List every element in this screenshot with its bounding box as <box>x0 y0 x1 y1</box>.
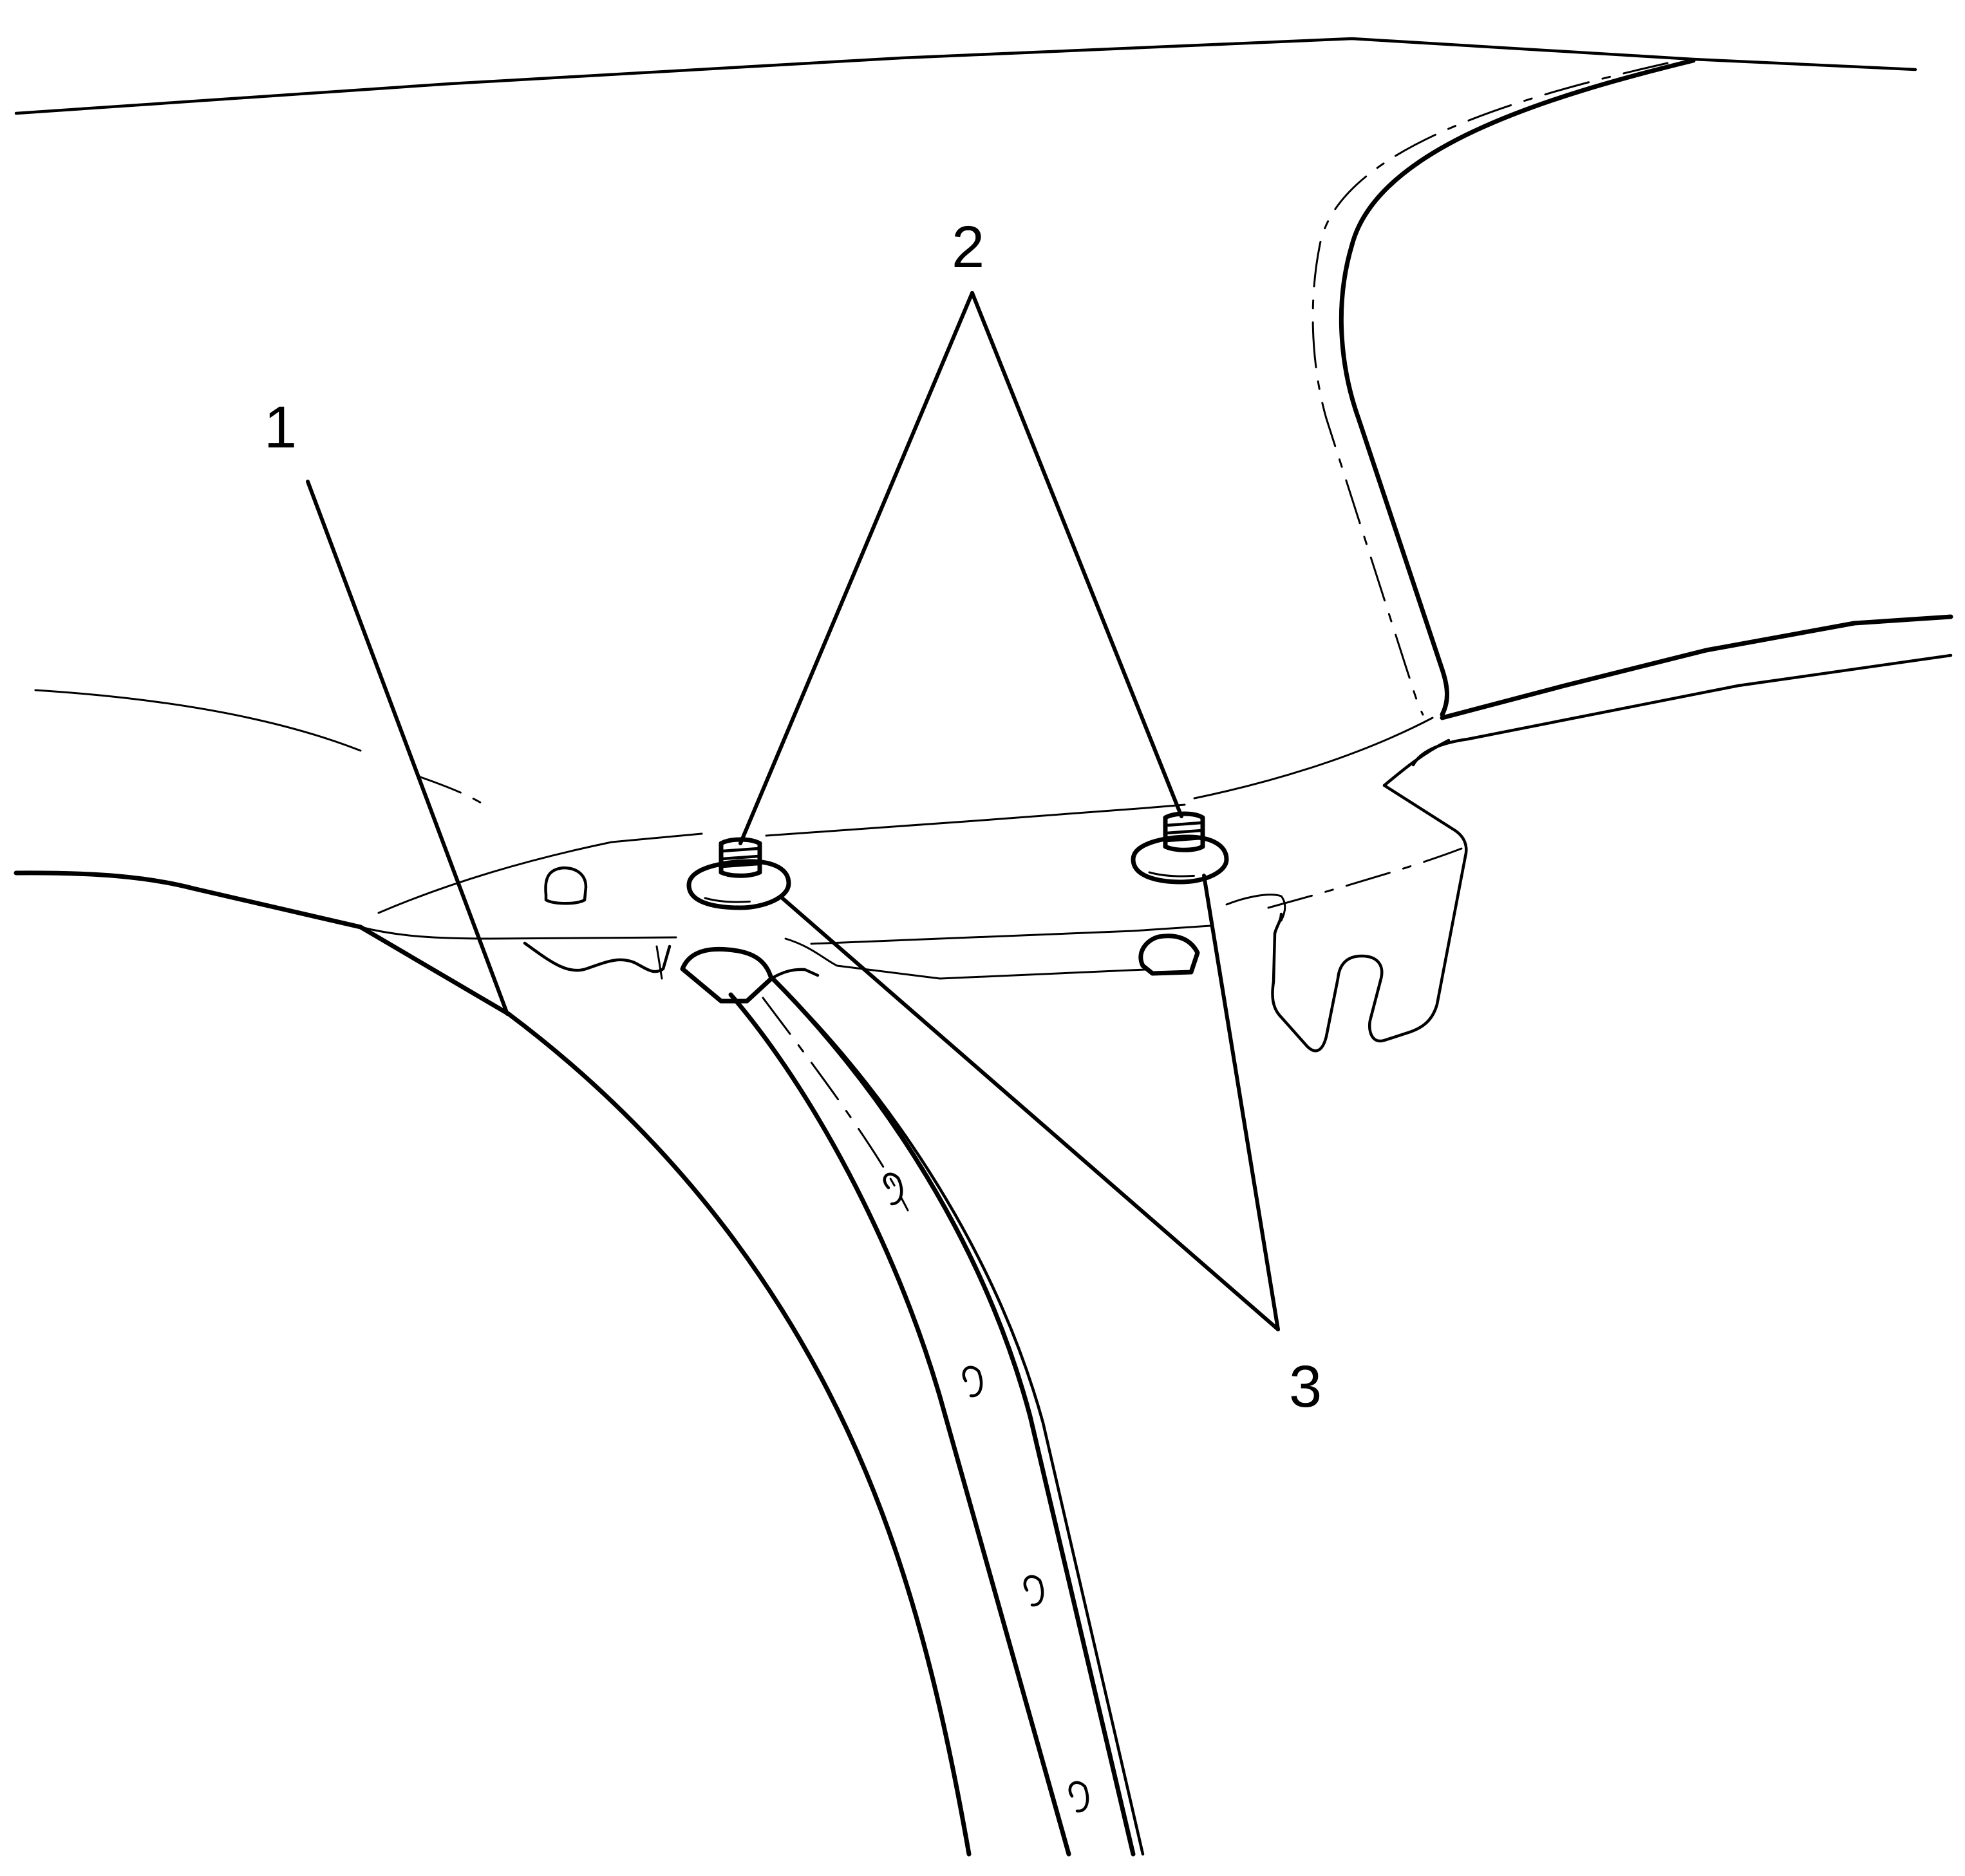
deck-lid-panel <box>358 717 1463 1017</box>
leader-lines <box>306 291 1280 1331</box>
leader-3-left <box>780 896 1280 1331</box>
leader-1 <box>306 480 509 1016</box>
callout-3: 3 <box>1289 1354 1322 1420</box>
leader-2-left <box>738 291 974 845</box>
callout-1: 1 <box>264 395 297 460</box>
stud-right <box>1131 811 1229 976</box>
panel-underside <box>523 941 672 980</box>
quarter-panel-curve <box>506 1011 972 1857</box>
nut-left <box>769 968 820 980</box>
body-shoulder-right <box>1411 614 1953 767</box>
locating-pin <box>544 866 588 905</box>
leader-3-right <box>1202 874 1280 1331</box>
callout-2: 2 <box>952 214 984 280</box>
stud-left <box>680 837 791 1004</box>
quarter-panel-upper <box>14 689 491 930</box>
hinge-strap <box>728 976 1145 1857</box>
leader-2-right <box>970 291 1183 818</box>
roof-panel-edge <box>14 37 1917 115</box>
rear-window-frame <box>1312 58 1696 717</box>
hinge-bracket-right <box>1225 738 1468 1053</box>
